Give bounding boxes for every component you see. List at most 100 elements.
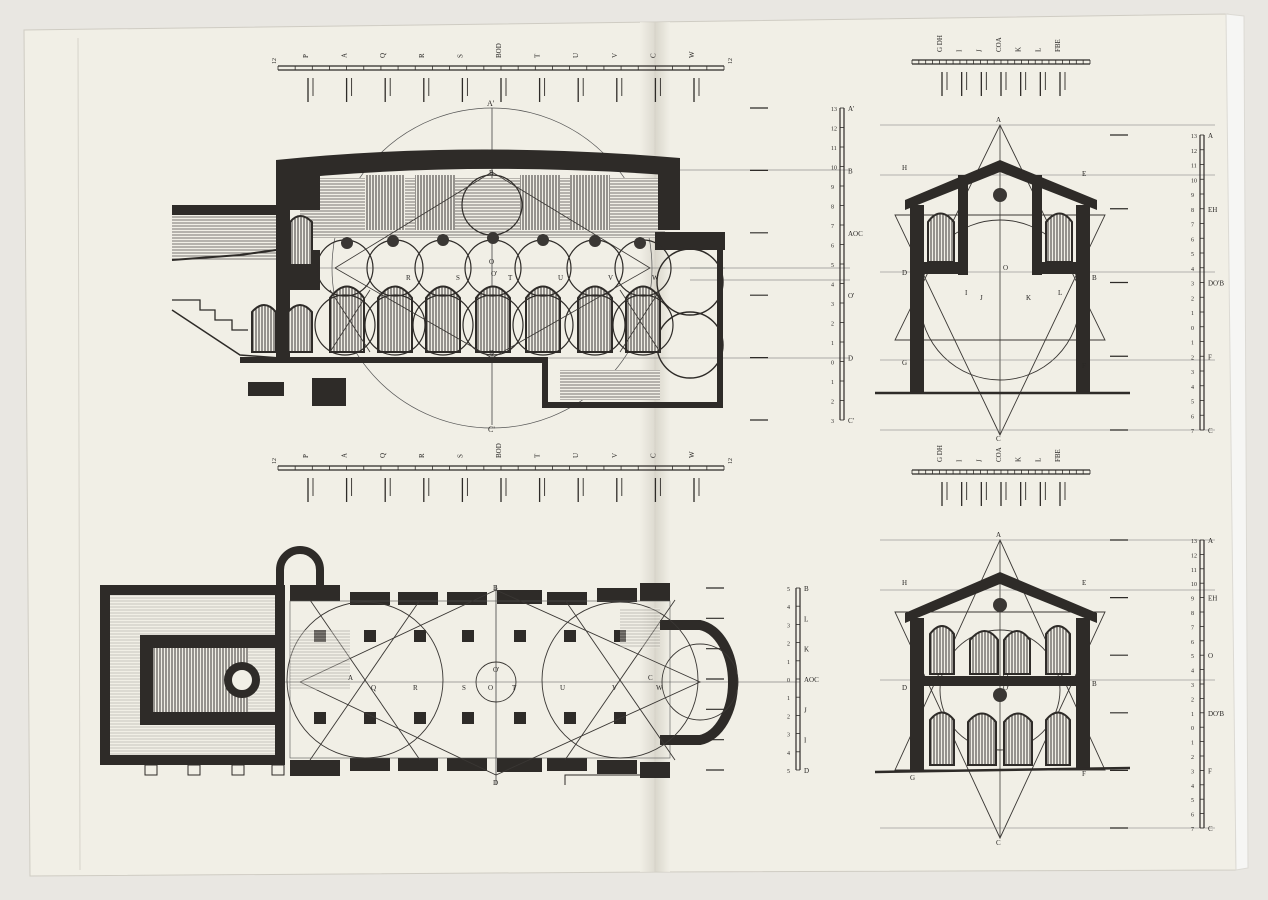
section-vscale-number: 8 <box>831 205 834 211</box>
cross-top-label: D <box>902 269 907 277</box>
cross-bottom-label: F <box>1082 770 1086 778</box>
right-bottom-vscale-number: 11 <box>1191 568 1197 574</box>
plan-label-o-prime: O' <box>493 666 499 674</box>
plan-vscale-number: 5 <box>787 769 790 775</box>
section-vscale-number: 1 <box>831 380 834 386</box>
plan-vscale-letter: AOC <box>804 676 819 684</box>
cross-bottom-label: G <box>910 774 915 782</box>
right-top-vscale-number: 1 <box>1191 341 1194 347</box>
section-arch-label: W <box>652 274 659 282</box>
right-bottom-vscale-number: 4 <box>1191 784 1194 790</box>
bottom-left-scale-letter: Q <box>379 453 387 458</box>
bottom-right-scale <box>911 469 1091 506</box>
right-top-vscale <box>1110 134 1205 431</box>
right-top-vscale-number: 4 <box>1191 267 1194 273</box>
section-vscale-number: 11 <box>831 146 837 152</box>
plan-vscale-number: 2 <box>787 642 790 648</box>
section-vscale-number: 3 <box>831 419 834 425</box>
right-bottom-vscale-letter: A <box>1208 537 1213 545</box>
top-left-scale-letter: R <box>418 53 426 58</box>
plan-vscale-letter: K <box>804 646 809 654</box>
right-bottom-vscale-number: 9 <box>1191 597 1194 603</box>
top-right-scale-letter: G DH <box>936 35 944 52</box>
right-bottom-vscale-number: 1 <box>1191 712 1194 718</box>
plan-vscale-number: 1 <box>787 696 790 702</box>
top-left-scale-letter: V <box>611 53 619 58</box>
bottom-left-scale-letter: BOD <box>495 443 503 458</box>
plan-axis-letter: W <box>656 684 663 692</box>
right-top-vscale-number: 5 <box>1191 252 1194 258</box>
right-top-vscale-number: 7 <box>1191 223 1194 229</box>
plan-axis-letter: R <box>413 684 418 692</box>
right-top-vscale-letter: DO'B <box>1208 280 1224 288</box>
section-vscale-letter: C' <box>848 417 854 425</box>
cross-top-label: J <box>980 294 983 302</box>
right-top-vscale-number: 10 <box>1191 178 1197 184</box>
right-bottom-vscale-number: 2 <box>1191 755 1194 761</box>
section-label-d: D <box>489 349 494 357</box>
cross-top-label: C <box>996 435 1001 443</box>
cross-top-label: B <box>1092 274 1097 282</box>
top-left-scale-letter: P <box>302 54 310 58</box>
top-left-scale-end: 12 <box>728 58 734 64</box>
section-vscale-number: 7 <box>831 224 834 230</box>
right-bottom-vscale-number: 4 <box>1191 669 1194 675</box>
right-bottom-vscale-number: 6 <box>1191 640 1194 646</box>
bottom-left-scale-letter: A <box>341 453 349 458</box>
right-bottom-vscale-number: 7 <box>1191 625 1194 631</box>
plan-vscale-letter: B <box>804 585 809 593</box>
section-vscale-number: 2 <box>831 400 834 406</box>
plan-vscale <box>706 587 801 771</box>
right-top-vscale-number: 12 <box>1191 149 1197 155</box>
top-right-scale-letter: J <box>975 49 983 52</box>
right-top-vscale-number: 3 <box>1191 370 1194 376</box>
cross-top-label: L <box>1058 289 1062 297</box>
right-bottom-vscale-number: 5 <box>1191 654 1194 660</box>
right-top-vscale-number: 8 <box>1191 208 1194 214</box>
top-left-scale-end: 12 <box>272 58 278 64</box>
right-bottom-vscale-number: 5 <box>1191 798 1194 804</box>
plan-axis-letter: C <box>648 674 653 682</box>
right-top-vscale-number: 0 <box>1191 326 1194 332</box>
top-left-scale-letter: T <box>534 53 542 58</box>
section-vscale-letter: B <box>848 167 853 175</box>
right-bottom-vscale-number: 6 <box>1191 813 1194 819</box>
top-left-scale <box>277 65 725 102</box>
cross-bottom-label: A <box>996 531 1001 539</box>
section-arch-label: S <box>456 274 460 282</box>
bottom-left-scale-end: 12 <box>728 458 734 464</box>
bottom-left-scale <box>277 465 725 502</box>
section-vscale-number: 2 <box>831 322 834 328</box>
plan-vscale-letter: D <box>804 767 809 775</box>
bottom-left-scale-letter: P <box>302 454 310 458</box>
plan-label-b: B <box>493 584 498 592</box>
right-bottom-vscale-number: 7 <box>1191 827 1194 833</box>
cross-section-top: A H E D B G F C I J K L O <box>875 116 1215 443</box>
cross-bottom-label: D <box>902 684 907 692</box>
cross-bottom-label: O <box>1003 672 1008 680</box>
plan-axis-letter: U <box>560 684 565 692</box>
plan-axis-letter: O <box>488 684 493 692</box>
plan-vscale-number: 5 <box>787 587 790 593</box>
section-label-c-prime: C' <box>488 425 495 434</box>
section-arch-label: T <box>508 274 513 282</box>
cross-top-label: A <box>996 116 1001 124</box>
longitudinal-section: A' C' B O D R S O' T U V W <box>171 99 850 434</box>
cross-bottom-label: C <box>996 839 1001 847</box>
right-top-vscale-number: 9 <box>1191 193 1194 199</box>
cross-top-label: I <box>965 289 968 297</box>
section-vscale-letter: O' <box>848 292 854 300</box>
right-bottom-vscale-number: 2 <box>1191 697 1194 703</box>
bottom-left-scale-letter: U <box>572 453 580 458</box>
top-left-scale-letter: S <box>456 54 464 58</box>
section-vscale-number: 1 <box>831 341 834 347</box>
plan-vscale-number: 4 <box>787 605 790 611</box>
section-vscale-number: 5 <box>831 263 834 269</box>
bottom-right-scale-letter: COA <box>995 447 1003 462</box>
plan-label-d: D <box>493 779 498 787</box>
section-vscale-number: 0 <box>831 361 834 367</box>
cross-top-label: K <box>1026 294 1031 302</box>
right-bottom-vscale-letter: O <box>1208 652 1213 660</box>
section-vscale-letter: A' <box>848 105 854 113</box>
